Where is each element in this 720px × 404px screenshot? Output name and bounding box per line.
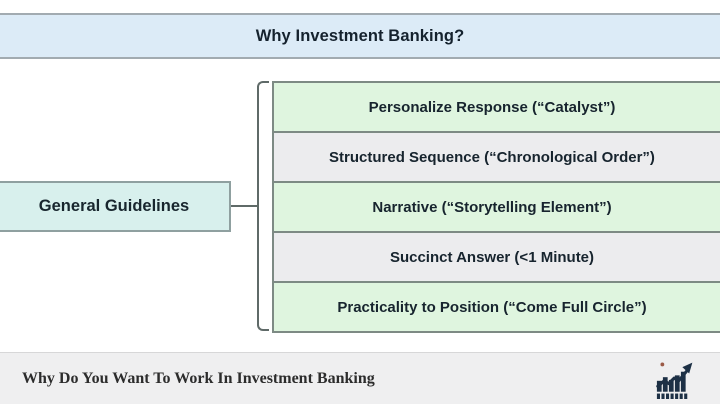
guideline-row: Narrative (“Storytelling Element”) bbox=[274, 181, 720, 231]
stock-growth-chart-icon bbox=[656, 358, 696, 400]
connector-line bbox=[231, 205, 258, 207]
guideline-row: Structured Sequence (“Chronological Orde… bbox=[274, 131, 720, 181]
general-guidelines-label: General Guidelines bbox=[38, 197, 190, 215]
footer-title: Why Do You Want To Work In Investment Ba… bbox=[22, 369, 375, 387]
guideline-row: Practicality to Position (“Come Full Cir… bbox=[274, 281, 720, 331]
guideline-row: Personalize Response (“Catalyst”) bbox=[274, 83, 720, 131]
footer-bar: Why Do You Want To Work In Investment Ba… bbox=[0, 352, 720, 404]
guideline-label: Personalize Response (“Catalyst”) bbox=[368, 98, 616, 116]
page-title: Why Investment Banking? bbox=[255, 26, 465, 45]
guideline-label: Practicality to Position (“Come Full Cir… bbox=[337, 298, 647, 316]
guideline-label: Structured Sequence (“Chronological Orde… bbox=[329, 148, 655, 166]
general-guidelines-box: General Guidelines bbox=[0, 181, 231, 232]
guideline-label: Narrative (“Storytelling Element”) bbox=[372, 198, 612, 216]
bracket-shape bbox=[257, 81, 269, 331]
guideline-label: Succinct Answer (<1 Minute) bbox=[389, 248, 595, 266]
guidelines-list: Personalize Response (“Catalyst”) Struct… bbox=[272, 81, 720, 333]
header-banner: Why Investment Banking? bbox=[0, 13, 720, 59]
guideline-row: Succinct Answer (<1 Minute) bbox=[274, 231, 720, 281]
